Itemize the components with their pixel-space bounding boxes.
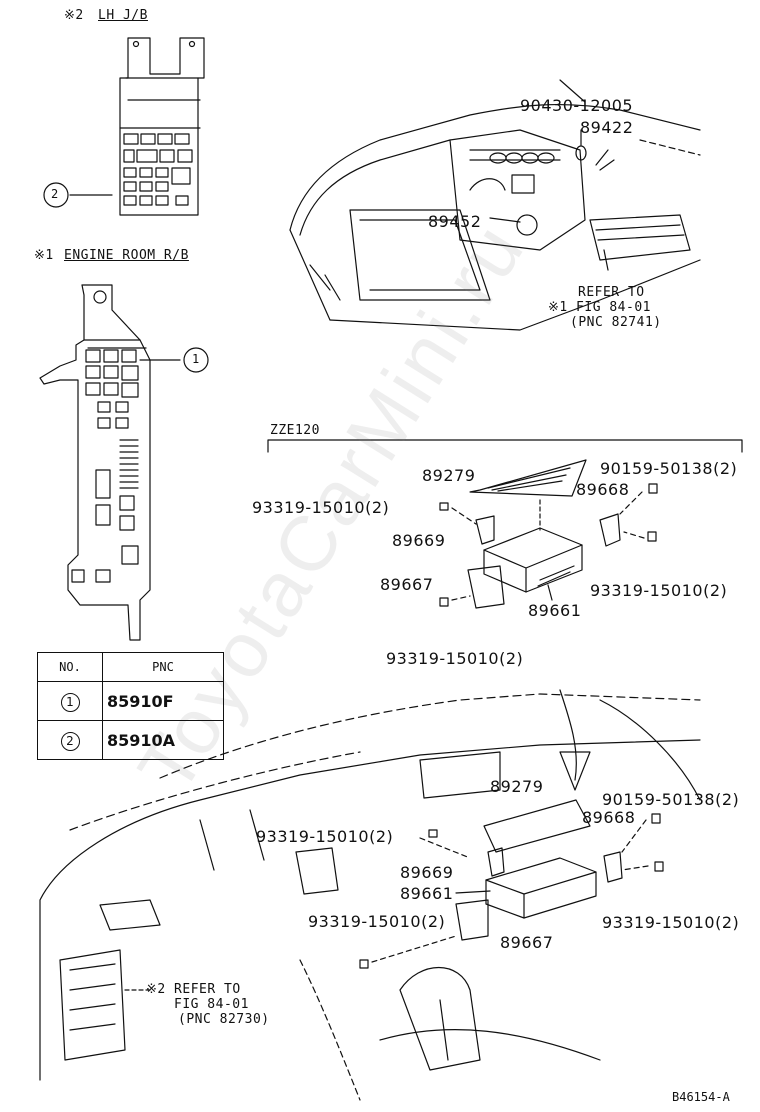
zze120-label: ZZE120 [270,423,320,438]
refer-2-line-2: FIG 84-01 [174,997,249,1012]
figure-id: B46154-A [672,1090,730,1104]
dashboard-drawing [39,689,701,1101]
refer-2-line-1: ※2 REFER TO [146,982,241,997]
zze-part-90159-50138: 90159-50138(2) [600,459,738,478]
part-90430-12005: 90430-12005 [520,96,634,115]
zze-part-89279: 89279 [422,466,476,485]
pnc-table-row: 2 85910A [37,720,224,760]
engine-room-title: ENGINE ROOM R/B [64,248,189,263]
refer-2-line-3: (PNC 82730) [178,1012,270,1027]
callout-2-circle [43,182,69,208]
zze-part-93319-15010-a: 93319-15010(2) [252,498,390,517]
refer-1-line-3: (PNC 82741) [570,315,662,330]
refer-1-line-2: ※1 FIG 84-01 [548,300,651,315]
pnc-table-row: 1 85910F [37,681,224,721]
pnc-table: NO. PNC 1 85910F 2 85910A [37,652,224,760]
zze-part-89667: 89667 [380,575,434,594]
callout-1-circle [183,347,209,373]
lh-jb-title: LH J/B [98,8,148,23]
pnc-header-pnc: PNC [102,652,224,682]
dash-part-93319-15010-a: 93319-15010(2) [256,827,394,846]
pnc-row-value: 85910F [102,681,224,721]
engine-room-reference-mark: ※1 [34,248,54,263]
engine-room-relay-block-drawing [39,284,209,641]
part-89452: 89452 [428,212,482,231]
dash-part-89668: 89668 [582,808,636,827]
dash-part-89669: 89669 [400,863,454,882]
dash-part-89667: 89667 [500,933,554,952]
dash-part-89661: 89661 [400,884,454,903]
dash-part-90159-50138: 90159-50138(2) [602,790,740,809]
zze-part-89668: 89668 [576,480,630,499]
zze-part-89669: 89669 [392,531,446,550]
pnc-table-header: NO. PNC [37,652,224,682]
pnc-header-no: NO. [37,652,103,682]
pnc-row-no: 1 [60,692,80,712]
part-89422: 89422 [580,118,634,137]
pnc-row-no: 2 [60,731,80,751]
lh-jb-reference-mark: ※2 [64,8,84,23]
dash-part-93319-15010-c: 93319-15010(2) [602,913,740,932]
refer-1-line-1: REFER TO [578,285,645,300]
pnc-row-value: 85910A [102,720,224,760]
engine-bay-drawing [289,79,701,331]
callout-1-label: 1 [192,352,200,366]
dash-part-89279: 89279 [490,777,544,796]
zze120-ecu-drawing [267,439,743,609]
zze-part-93319-15010-b: 93319-15010(2) [590,581,728,600]
callout-2-label: 2 [51,187,59,201]
dash-part-93319-15010-b: 93319-15010(2) [308,912,446,931]
lh-junction-block-drawing [43,37,205,216]
zze-part-93319-15010-c: 93319-15010(2) [386,649,524,668]
zze-part-89661: 89661 [528,601,582,620]
